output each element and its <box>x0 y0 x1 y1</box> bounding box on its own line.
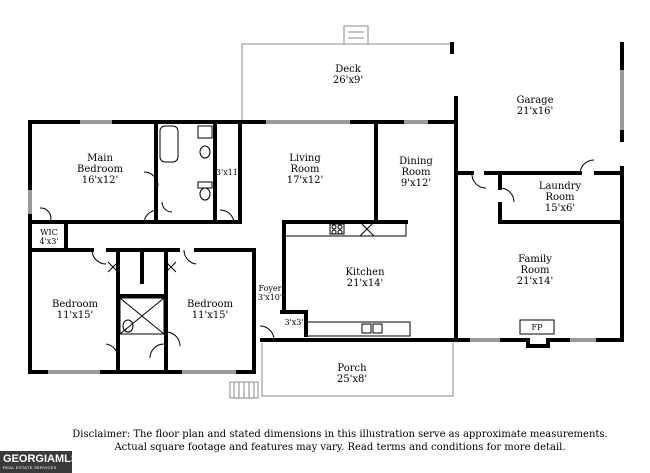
laundry-room-size: 15'x6' <box>544 203 576 214</box>
living-room-label: Living Room 17'x12' <box>275 153 335 186</box>
bedroom-left-name: Bedroom <box>52 299 98 310</box>
garage-label: Garage 21'x16' <box>500 95 570 117</box>
closet-3x3-size: 3'x3' <box>284 318 304 327</box>
porch-size: 25'x8' <box>336 374 368 385</box>
disclaimer: Disclaimer: The floor plan and stated di… <box>60 428 620 454</box>
laundry-room-name-2: Room <box>545 192 575 203</box>
main-bedroom-label: Main Bedroom 16'x12' <box>70 153 130 186</box>
kitchen-label: Kitchen 21'x14' <box>335 267 395 289</box>
foyer-label: Foyer 3'x10' <box>254 284 286 302</box>
doors <box>39 159 595 359</box>
bedroom-right-label: Bedroom 11'x15' <box>180 299 240 321</box>
family-room-name-2: Room <box>520 265 550 276</box>
kitchen-name: Kitchen <box>345 267 385 278</box>
dining-room-label: Dining Room 9'x12' <box>386 156 446 189</box>
laundry-room-label: Laundry Room 15'x6' <box>528 181 592 214</box>
deck-name: Deck <box>335 64 361 75</box>
family-room-size: 21'x14' <box>516 276 554 287</box>
bedroom-left-label: Bedroom 11'x15' <box>45 299 105 321</box>
wic-size: 4'x3' <box>39 237 59 246</box>
porch-label: Porch 25'x8' <box>322 363 382 385</box>
wic-name: WIC <box>40 228 58 237</box>
bath-fixtures <box>107 125 213 335</box>
living-room-name-1: Living <box>289 153 321 164</box>
kitchen-size: 21'x14' <box>346 278 384 289</box>
bedroom-right-size: 11'x15' <box>191 310 229 321</box>
bedroom-left-size: 11'x15' <box>56 310 94 321</box>
kitchen-fixtures <box>283 221 411 337</box>
closet-3x3-label: 3'x3' <box>282 318 306 327</box>
main-bedroom-name-1: Main <box>87 153 113 164</box>
foyer-size: 3'x10' <box>257 293 283 302</box>
main-bedroom-name-2: Bedroom <box>77 164 123 175</box>
living-room-size: 17'x12' <box>286 175 324 186</box>
porch-outline <box>229 343 454 399</box>
deck-outline <box>241 25 452 122</box>
porch-name: Porch <box>337 363 367 374</box>
deck-size: 26'x9' <box>332 75 364 86</box>
deck-label: Deck 26'x9' <box>318 64 378 86</box>
fireplace <box>519 319 555 335</box>
laundry-room-name-1: Laundry <box>538 181 582 192</box>
windows <box>28 70 624 374</box>
garage-name: Garage <box>516 95 554 106</box>
disclaimer-line-2: Actual square footage and features may v… <box>114 442 566 453</box>
logo-brand: GEORGIAMLS <box>3 453 79 465</box>
closet-3x11-size: 3'x11' <box>215 168 241 177</box>
fireplace-label: FP <box>522 323 552 332</box>
disclaimer-line-1: Disclaimer: The floor plan and stated di… <box>72 429 608 440</box>
garage-size: 21'x16' <box>516 106 554 117</box>
logo-tagline: REAL ESTATE SERVICES <box>3 465 57 470</box>
georgiamls-logo: GEORGIAMLS REAL ESTATE SERVICES <box>0 451 78 473</box>
fireplace-text: FP <box>531 323 543 332</box>
family-room-label: Family Room 21'x14' <box>505 254 565 287</box>
dining-room-size: 9'x12' <box>400 178 432 189</box>
foyer-name: Foyer <box>258 284 282 293</box>
wic-label: WIC 4'x3' <box>33 228 65 246</box>
living-room-name-2: Room <box>290 164 320 175</box>
family-room-name-1: Family <box>518 254 552 265</box>
dining-room-name-1: Dining <box>399 156 433 167</box>
main-bedroom-size: 16'x12' <box>81 175 119 186</box>
closet-3x11-label: 3'x11' <box>214 168 242 177</box>
dining-room-name-2: Room <box>401 167 431 178</box>
bedroom-right-name: Bedroom <box>187 299 233 310</box>
